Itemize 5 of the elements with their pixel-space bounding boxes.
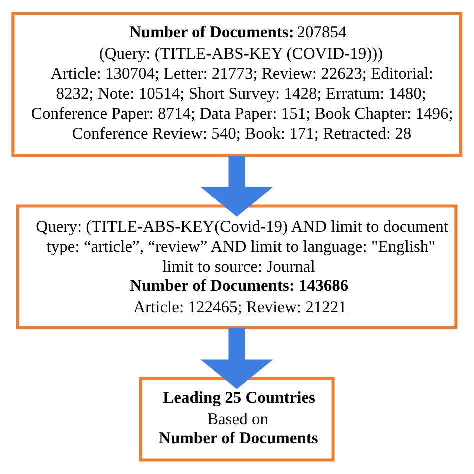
- node-box: Number of Documents: 207854 (Query: (TITLE-ABS-KEY (COVID-19))) Article: 130704; Letter: 21773; Review: 22623; Editorial: 8232; Note: 10514; Short Survey: 1428; Erratum: 1480; Conference Paper: 8714; Data Paper: 151; Book Chapter: 1496; Conference Review: 540; Book: 171; Retracted: 28: [12, 12, 462, 157]
- node-box: Query: (TITLE-ABS-KEY(Covid-19) AND limit to document type: “article”, “review” AND limit to language: "English" limit to source: Journal Number of Documents: 143686 Article: 122465; Review: 21221: [16, 204, 458, 330]
- arrow: [200, 328, 274, 390]
- arrow: [200, 156, 274, 217]
- node-box: Leading 25 Countries Based on Number of Documents: [139, 377, 335, 462]
